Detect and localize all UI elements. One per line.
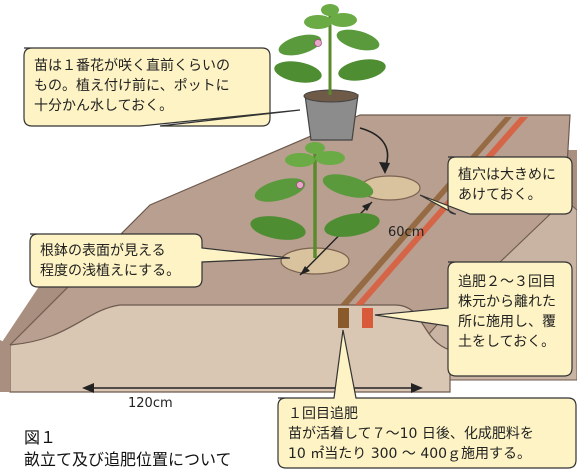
fertilizer-second-mark bbox=[362, 308, 373, 328]
spacing-label: 60cm bbox=[388, 225, 425, 240]
ground-front bbox=[0, 340, 10, 392]
callout-shallow-text: 根鉢の表面が見える 程度の浅植えにする。 bbox=[40, 243, 181, 279]
callout-second-fert-bubble bbox=[374, 261, 573, 377]
width-label: 120cm bbox=[128, 396, 173, 411]
spacing-arrow-bottom bbox=[300, 266, 310, 275]
move-arrow-head bbox=[379, 162, 390, 174]
callout-seedling-bubble bbox=[23, 47, 301, 127]
callout-hole-text: 植穴は大きめに あけておく。 bbox=[458, 167, 556, 203]
callout-first-fert-bubble bbox=[277, 329, 577, 469]
callout-seedling-text: 苗は１番花が咲く直前くらいの もの。植え付け前に、ポットに 十分かん水しておく。 bbox=[34, 58, 230, 114]
callout-first-fert-text: １回目追肥 苗が活着して７～10 日後、化成肥料を 10 ㎡当たり 300 ～ … bbox=[288, 406, 534, 462]
figure-caption: 畝立て及び追肥位置について bbox=[24, 450, 232, 469]
callout-shallow-bubble bbox=[29, 233, 291, 288]
spacing-arrow-top bbox=[362, 202, 372, 211]
fertilizer-first-mark bbox=[338, 308, 349, 328]
planted-seedling bbox=[250, 142, 380, 258]
width-arrow-right bbox=[411, 383, 423, 393]
figure-number: 図１ bbox=[24, 428, 57, 447]
callout-hole-bubble bbox=[419, 156, 573, 215]
callout-second-fert-text: 追肥２～３回目 株元から離れた 所に施用し、覆 土をしておく。 bbox=[458, 274, 556, 350]
potted-seedling bbox=[274, 4, 386, 141]
width-arrow-left bbox=[82, 383, 94, 393]
